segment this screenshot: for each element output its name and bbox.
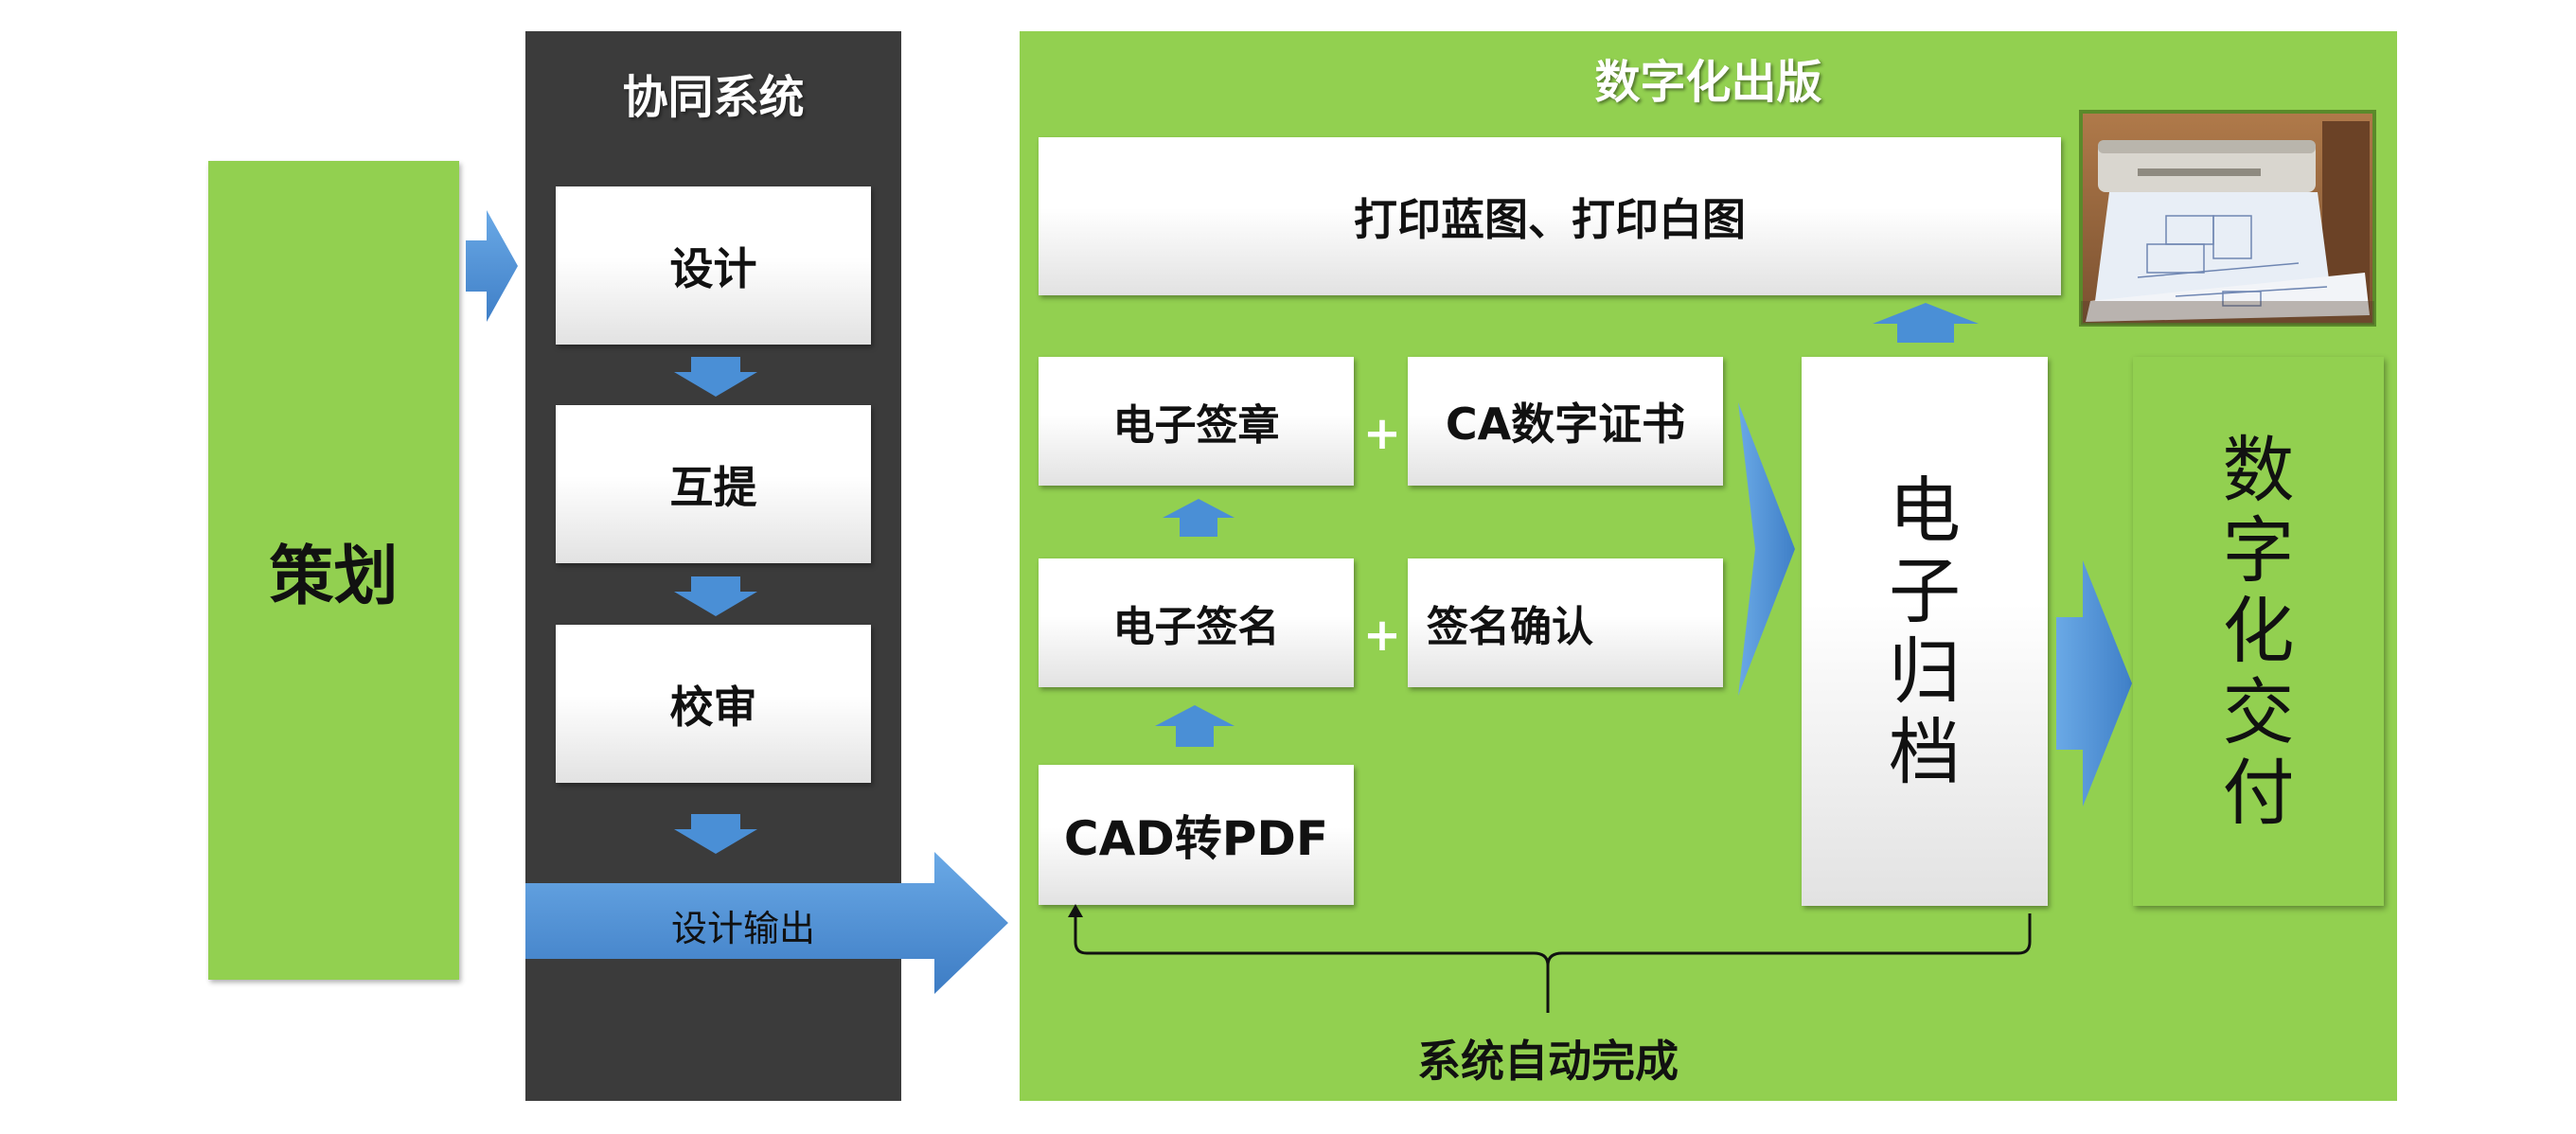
plus-sign-2: +	[1362, 609, 1402, 662]
cad-pdf-label: CAD转PDF	[1063, 811, 1329, 866]
step-review-label: 校审	[669, 681, 757, 733]
cad-to-sign-arrow	[1155, 705, 1235, 747]
archive-char-3: 归	[1889, 629, 1961, 714]
ca-cert-label: CA数字证书	[1445, 399, 1686, 450]
ca-cert-box: CA数字证书	[1408, 357, 1723, 486]
planning-to-collab-arrow	[466, 210, 518, 322]
plus-sign-1: +	[1362, 407, 1402, 460]
archive-char-2: 子	[1889, 548, 1961, 633]
collab-title: 协同系统	[622, 71, 805, 124]
sign-confirm-label: 签名确认	[1427, 603, 1593, 651]
e-archive-box: 电 子 归 档	[1802, 357, 2048, 906]
sign-to-seal-arrow	[1163, 499, 1235, 537]
to-archive-arrow	[1738, 402, 1795, 696]
printer-photo	[2079, 110, 2376, 327]
e-seal-label: 电子签章	[1112, 401, 1280, 450]
delivery-char-2: 字	[2222, 508, 2295, 594]
step-mutual: 互提	[556, 405, 871, 563]
cad-pdf-box: CAD转PDF	[1039, 765, 1354, 905]
to-delivery-arrow	[2056, 560, 2132, 806]
planning-box: 策划	[208, 161, 459, 980]
auto-note: 系统自动完成	[1417, 1036, 1679, 1087]
e-sign-box: 电子签名	[1039, 558, 1354, 687]
delivery-char-5: 付	[2222, 750, 2295, 835]
sign-confirm-box: 签名确认	[1408, 558, 1723, 687]
e-seal-box: 电子签章	[1039, 357, 1354, 486]
down-arrow-2	[674, 576, 757, 616]
delivery-char-3: 化	[2222, 589, 2295, 674]
planning-label: 策划	[269, 540, 399, 614]
delivery-char-4: 交	[2222, 669, 2295, 754]
design-output-label: 设计输出	[670, 908, 815, 949]
archive-to-print-arrow	[1873, 303, 1979, 343]
step-review: 校审	[556, 625, 871, 783]
archive-char-1: 电	[1889, 468, 1961, 553]
delivery-char-1: 数	[2222, 428, 2295, 513]
auto-bracket	[1068, 904, 2032, 1013]
step-design-label: 设计	[669, 242, 757, 294]
step-design: 设计	[556, 186, 871, 345]
archive-char-4: 档	[1889, 710, 1961, 795]
e-sign-label: 电子签名	[1112, 603, 1280, 651]
step-mutual-label: 互提	[669, 461, 757, 513]
print-label: 打印蓝图、打印白图	[1354, 193, 1746, 245]
design-output-arrow	[525, 852, 1008, 994]
print-box: 打印蓝图、打印白图	[1039, 137, 2061, 295]
digital-title: 数字化出版	[1594, 56, 1822, 109]
digital-delivery-box: 数 字 化 交 付	[2133, 357, 2384, 906]
down-arrow-1	[674, 357, 757, 397]
down-arrow-3	[674, 814, 757, 854]
